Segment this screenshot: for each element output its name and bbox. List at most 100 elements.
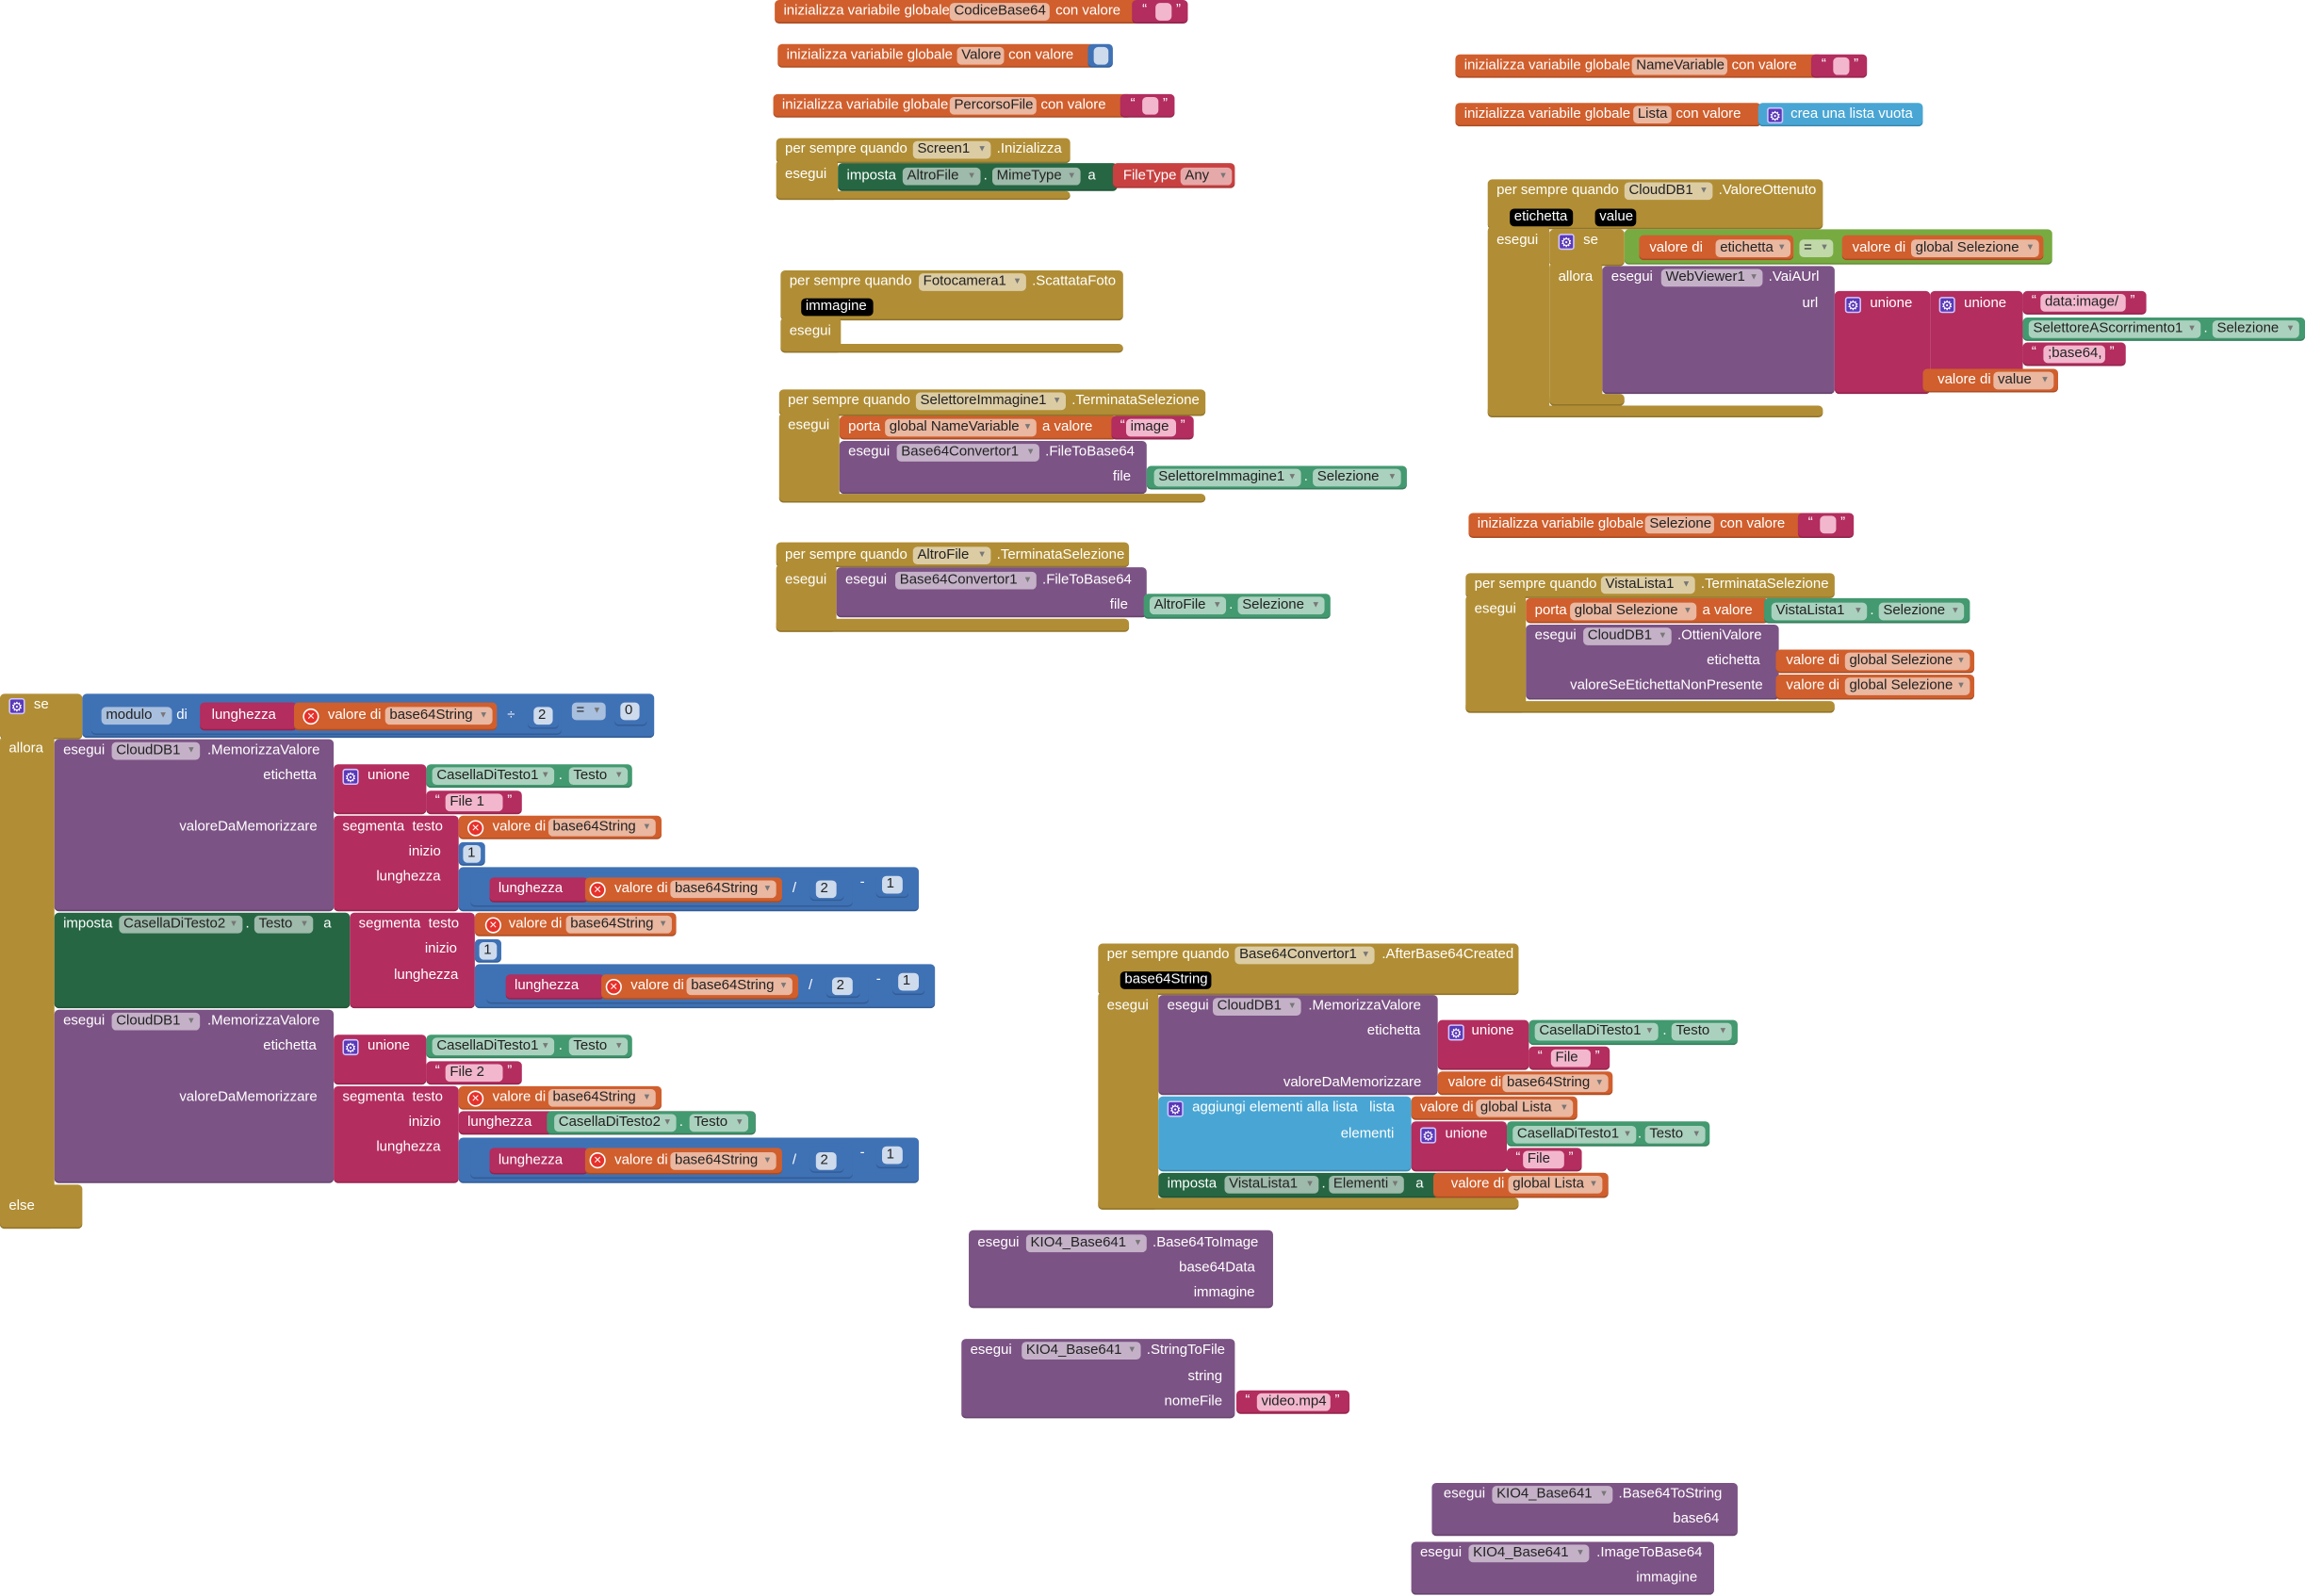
dropdown-field[interactable]: CasellaDiTesto1▼: [432, 1037, 555, 1056]
error-icon[interactable]: ×: [589, 881, 606, 898]
name-field[interactable]: PercorsoFile: [949, 96, 1037, 115]
error-icon[interactable]: ×: [605, 978, 622, 995]
dropdown-field[interactable]: global Lista▼: [1476, 1099, 1574, 1117]
chevron-down-icon[interactable]: ▼: [1644, 1027, 1654, 1036]
dropdown-field[interactable]: CasellaDiTesto1▼: [1512, 1125, 1637, 1144]
dropdown-field[interactable]: global Selezione▼: [1570, 602, 1697, 621]
text-field[interactable]: File: [1523, 1150, 1564, 1169]
number-field[interactable]: 2: [831, 977, 853, 996]
operator-dropdown[interactable]: =▼: [571, 702, 606, 721]
dropdown-field[interactable]: SelettoreImmagine1▼: [915, 392, 1066, 411]
dropdown-field[interactable]: SelettoreImmagine1▼: [1153, 468, 1301, 487]
chevron-down-icon[interactable]: ▼: [735, 1118, 744, 1128]
dropdown-field[interactable]: modulo▼: [101, 707, 172, 725]
error-icon[interactable]: ×: [589, 1152, 606, 1169]
dropdown-field[interactable]: base64String▼: [670, 880, 777, 899]
chevron-down-icon[interactable]: ▼: [1718, 1027, 1727, 1036]
dropdown-field[interactable]: Testo▼: [568, 1037, 629, 1056]
text-field[interactable]: data:image/: [2040, 294, 2126, 312]
length-block[interactable]: [489, 1148, 588, 1175]
dropdown-field[interactable]: base64String▼: [1502, 1074, 1609, 1093]
dropdown-field[interactable]: Testo▼: [689, 1114, 749, 1132]
length-block[interactable]: [505, 974, 605, 1000]
dropdown-field[interactable]: Screen1▼: [912, 140, 991, 159]
dropdown-field[interactable]: CloudDB1▼: [111, 1012, 201, 1031]
error-icon[interactable]: ×: [302, 708, 319, 725]
chevron-down-icon[interactable]: ▼: [2025, 243, 2035, 253]
dropdown-field[interactable]: Base64Convertor1▼: [1234, 946, 1375, 965]
chevron-down-icon[interactable]: ▼: [1025, 448, 1036, 458]
dropdown-field[interactable]: Testo▼: [1644, 1125, 1706, 1144]
dropdown-field[interactable]: CasellaDiTesto1▼: [432, 767, 555, 786]
gear-icon[interactable]: ⚙: [1938, 296, 1955, 313]
parameter-name[interactable]: etichetta: [1510, 208, 1574, 227]
dropdown-field[interactable]: CasellaDiTesto2▼: [554, 1114, 677, 1132]
chevron-down-icon[interactable]: ▼: [967, 171, 976, 181]
chevron-down-icon[interactable]: ▼: [1599, 1490, 1609, 1500]
name-field[interactable]: CodiceBase64: [949, 3, 1050, 21]
text-field[interactable]: [1833, 57, 1850, 75]
dropdown-field[interactable]: Selezione▼: [1237, 596, 1325, 615]
clouddb-got-value-event-bottom[interactable]: [1487, 405, 1823, 418]
parameter-name[interactable]: base64String: [1120, 971, 1212, 989]
dropdown-field[interactable]: Base64Convertor1▼: [895, 571, 1037, 590]
chevron-down-icon[interactable]: ▼: [1956, 681, 1966, 692]
dropdown-field[interactable]: global Lista▼: [1508, 1176, 1603, 1194]
create-empty-list-block[interactable]: [1757, 103, 1923, 127]
chevron-down-icon[interactable]: ▼: [300, 920, 309, 929]
after-base64-created-event-body[interactable]: [1098, 992, 1159, 1210]
dropdown-field[interactable]: Selezione▼: [1878, 602, 1965, 621]
after-base64-created-event-bottom[interactable]: [1098, 1197, 1519, 1210]
chevron-down-icon[interactable]: ▼: [2285, 324, 2296, 334]
text-field[interactable]: [1155, 3, 1172, 21]
global-init-selezione[interactable]: [1468, 513, 1808, 538]
dropdown-field[interactable]: Elementi▼: [1329, 1176, 1404, 1194]
listview-after-picking-event-bottom[interactable]: [1465, 701, 1835, 713]
chevron-down-icon[interactable]: ▼: [1951, 607, 1960, 616]
dropdown-field[interactable]: VistaLista1▼: [1600, 576, 1695, 594]
dropdown-field[interactable]: base64String▼: [686, 977, 793, 996]
chevron-down-icon[interactable]: ▼: [1213, 601, 1222, 611]
clouddb-store-value-block[interactable]: [54, 739, 335, 912]
gear-icon[interactable]: ⚙: [8, 697, 25, 714]
if-block-body[interactable]: [1549, 263, 1603, 406]
clouddb-store-value-block[interactable]: [54, 1009, 335, 1183]
chevron-down-icon[interactable]: ▼: [158, 711, 168, 721]
dropdown-field[interactable]: base64String▼: [548, 1088, 656, 1107]
chevron-down-icon[interactable]: ▼: [977, 145, 987, 155]
chevron-down-icon[interactable]: ▼: [1287, 1002, 1297, 1012]
dropdown-field[interactable]: Testo▼: [568, 767, 629, 786]
chevron-down-icon[interactable]: ▼: [187, 746, 196, 756]
chevron-down-icon[interactable]: ▼: [1854, 607, 1863, 616]
dropdown-field[interactable]: Selezione▼: [1313, 468, 1401, 487]
global-init-lista[interactable]: [1455, 103, 1761, 127]
file-picker-after-picking-event-bottom[interactable]: [776, 618, 1130, 632]
number-field[interactable]: 1: [881, 875, 903, 894]
chevron-down-icon[interactable]: ▼: [1305, 1180, 1315, 1190]
chevron-down-icon[interactable]: ▼: [1022, 423, 1033, 432]
dropdown-field[interactable]: CasellaDiTesto2▼: [119, 915, 243, 934]
dropdown-field[interactable]: KIO4_Base641▼: [1025, 1234, 1147, 1253]
chevron-down-icon[interactable]: ▼: [541, 1042, 550, 1051]
gear-icon[interactable]: ⚙: [1419, 1126, 1437, 1143]
dropdown-field[interactable]: base64String▼: [548, 818, 656, 837]
number-field[interactable]: 1: [479, 941, 498, 960]
dropdown-field[interactable]: Base64Convertor1▼: [896, 444, 1039, 462]
chevron-down-icon[interactable]: ▼: [662, 1118, 672, 1128]
chevron-down-icon[interactable]: ▼: [614, 772, 624, 781]
number-field[interactable]: 0: [620, 702, 640, 721]
dropdown-field[interactable]: AltroFile▼: [902, 167, 981, 186]
chevron-down-icon[interactable]: ▼: [762, 1155, 772, 1165]
number-field[interactable]: 2: [815, 1151, 837, 1169]
operator-dropdown[interactable]: =▼: [1799, 239, 1834, 257]
screen-initialize-event-bottom[interactable]: [776, 190, 1071, 201]
clouddb-got-value-event-body[interactable]: [1487, 226, 1550, 418]
gear-icon[interactable]: ⚙: [342, 768, 359, 785]
dropdown-field[interactable]: Selezione▼: [2212, 320, 2299, 338]
if-else-block-body[interactable]: [0, 736, 55, 1230]
dropdown-field[interactable]: CloudDB1▼: [1624, 182, 1713, 201]
dropdown-field[interactable]: KIO4_Base641▼: [1492, 1486, 1613, 1504]
chevron-down-icon[interactable]: ▼: [1390, 1180, 1400, 1190]
add-items-to-list-block[interactable]: [1158, 1096, 1412, 1172]
